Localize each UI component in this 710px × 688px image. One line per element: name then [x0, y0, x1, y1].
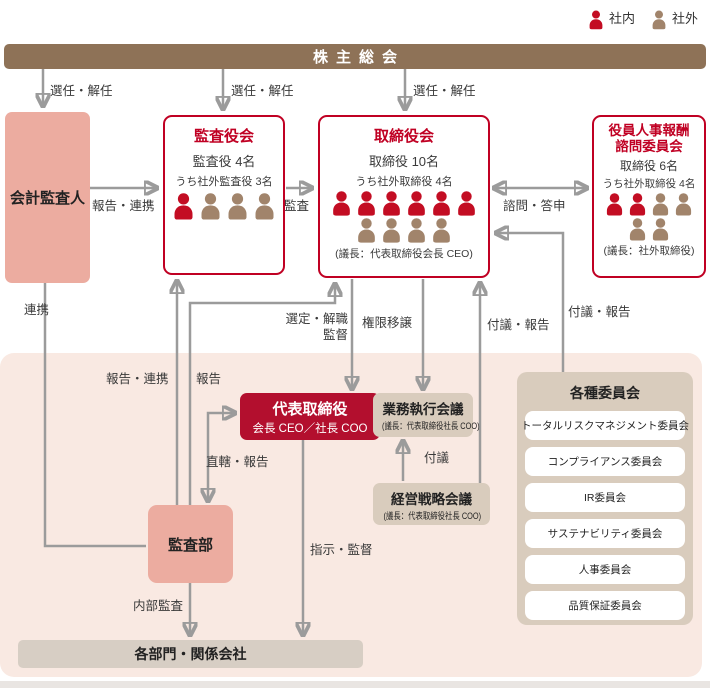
- person-icon: [174, 193, 193, 220]
- advisory-title: 役員人事報酬 諮問委員会: [608, 123, 690, 154]
- edge-report-coop-left: 報告・連携: [106, 372, 169, 386]
- connector-committees-board: [497, 233, 565, 372]
- board-chair: (議長：代表取締役会長 CEO): [335, 248, 473, 260]
- audit-department-box: 監査部: [148, 505, 233, 583]
- committee-item: サステナビリティ委員会: [525, 519, 685, 548]
- advisory-count: 取締役 6名: [619, 159, 678, 174]
- edge-direct-report: 直轄・報告: [206, 455, 269, 469]
- person-icon: [652, 10, 666, 30]
- person-icon-row: [594, 218, 704, 241]
- person-icon: [358, 191, 375, 216]
- person-icon: [358, 218, 375, 243]
- representative-director-box: 代表取締役 会長 CEO／社長 COO: [240, 393, 380, 440]
- person-icon: [408, 191, 425, 216]
- advisory-outside-count: うち社外取締役 4名: [602, 178, 696, 191]
- ceo-subtitle: 会長 CEO／社長 COO: [252, 423, 368, 435]
- person-icon-row: [320, 218, 488, 243]
- committee-item: 人事委員会: [525, 555, 685, 584]
- board-title: 取締役会: [373, 128, 434, 145]
- advisory-chair: (議長：社外取締役): [603, 245, 695, 258]
- committee-item: IR委員会: [525, 483, 685, 512]
- legend: 社内 社外: [588, 4, 698, 30]
- edge-instruct: 指示・監督: [310, 543, 373, 557]
- person-icon: [383, 191, 400, 216]
- edge-submit-report-1: 付議・報告: [487, 318, 550, 332]
- executive-meeting-title: 業務執行会議: [382, 402, 464, 417]
- audit-board-title: 監査役会: [193, 128, 254, 145]
- person-icon: [629, 218, 646, 241]
- footer-strip: [0, 681, 710, 688]
- person-icon: [589, 10, 603, 30]
- edge-audit: 監査: [284, 199, 310, 213]
- ceo-title: 代表取締役: [272, 401, 348, 418]
- strategy-meeting-title: 経営戦略会議: [391, 492, 472, 507]
- advisory-committee-box: 役員人事報酬 諮問委員会 取締役 6名 うち社外取締役 4名 (議長：社外取締役…: [592, 115, 706, 278]
- person-icon: [228, 193, 247, 220]
- person-icon: [383, 218, 400, 243]
- audit-board-count: 監査役 4名: [192, 154, 256, 169]
- person-icon: [408, 218, 425, 243]
- person-icon: [652, 193, 669, 216]
- edge-appoint-3: 選任・解任: [413, 84, 476, 98]
- board-count: 取締役 10名: [368, 154, 440, 169]
- committees-title: 各種委員会: [570, 385, 640, 401]
- edge-report: 報告: [196, 372, 222, 386]
- edge-submit: 付議: [424, 451, 450, 465]
- audit-board-box: 監査役会 監査役 4名 うち社外監査役 3名: [163, 115, 285, 275]
- edge-appoint-1: 選任・解任: [50, 84, 113, 98]
- edge-delegate: 権限移譲: [362, 316, 413, 330]
- person-icon: [201, 193, 220, 220]
- board-outside-count: うち社外取締役 4名: [355, 176, 453, 188]
- committees-list: トータルリスクマネジメント委員会コンプライアンス委員会 IR委員会サステナビリティ…: [521, 411, 689, 620]
- person-icon: [433, 191, 450, 216]
- committee-item: 品質保証委員会: [525, 591, 685, 620]
- committee-item: トータルリスクマネジメント委員会: [521, 411, 689, 440]
- departments-bar: 各部門・関係会社: [18, 640, 363, 668]
- committees-panel: 各種委員会 トータルリスクマネジメント委員会コンプライアンス委員会 IR委員会サス…: [517, 372, 693, 625]
- person-icon: [675, 193, 692, 216]
- person-icon: [433, 218, 450, 243]
- audit-board-member-icons: [165, 193, 283, 220]
- shareholders-meeting-bar: 株主総会: [4, 44, 706, 69]
- person-icon: [255, 193, 274, 220]
- edge-appoint-2: 選任・解任: [231, 84, 294, 98]
- executive-meeting-box: 業務執行会議 (議長：代表取締役社長 COO): [373, 393, 480, 437]
- person-icon: [629, 193, 646, 216]
- legend-internal-label: 社内: [609, 10, 636, 26]
- advisory-member-icons: [594, 193, 704, 241]
- legend-internal: 社内: [588, 4, 635, 30]
- person-icon: [606, 193, 623, 216]
- person-icon-row: [594, 193, 704, 216]
- person-icon-row: [320, 191, 488, 216]
- legend-external-label: 社外: [672, 10, 699, 26]
- legend-external: 社外: [651, 4, 698, 30]
- person-external-icon: [651, 8, 667, 30]
- person-icon-row: [588, 10, 604, 30]
- executive-meeting-chair: (議長：代表取締役社長 COO): [382, 421, 480, 431]
- edge-internal-audit: 内部監査: [133, 599, 184, 613]
- strategy-meeting-box: 経営戦略会議 (議長：代表取締役社長 COO): [373, 483, 490, 525]
- accounting-auditor-box: 会計監査人: [5, 112, 90, 283]
- edge-select-supervise: 選定・解職 監督: [285, 312, 348, 342]
- person-icon-row: [165, 193, 283, 220]
- edge-advice-answer: 諮問・答申: [503, 199, 566, 213]
- board-member-icons: [320, 191, 488, 243]
- committee-item: コンプライアンス委員会: [525, 447, 685, 476]
- person-internal-icon: [588, 8, 604, 30]
- board-of-directors-box: 取締役会 取締役 10名 うち社外取締役 4名 (議長：代表取締役会長 CEO): [318, 115, 490, 278]
- person-icon: [652, 218, 669, 241]
- person-icon: [458, 191, 475, 216]
- edge-submit-report-2: 付議・報告: [568, 305, 631, 319]
- person-icon-row: [651, 10, 667, 30]
- person-icon: [333, 191, 350, 216]
- strategy-meeting-chair: (議長：代表取締役社長 COO): [383, 511, 482, 521]
- edge-report-coop: 報告・連携: [92, 199, 155, 213]
- edge-coop: 連携: [24, 303, 50, 317]
- audit-board-outside-count: うち社外監査役 3名: [175, 176, 273, 188]
